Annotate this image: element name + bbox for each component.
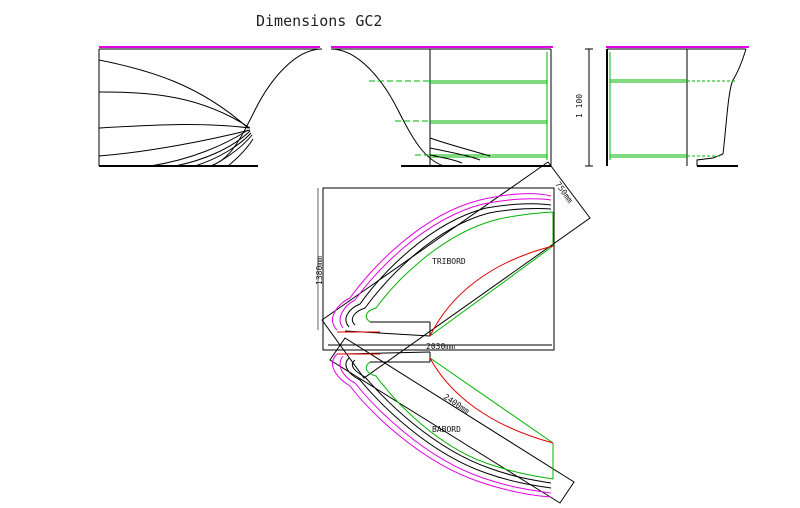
side-view-left [98, 46, 323, 167]
drawing-title: Dimensions GC2 [256, 12, 382, 30]
plan-width-label: 2030mm [426, 342, 455, 351]
plan-view-tribord [317, 161, 591, 379]
main-curve [209, 48, 323, 167]
babord-label: BABORD [432, 425, 461, 434]
height-dimension-label: 1 100 [575, 94, 584, 118]
diagonal-2400-label: 2400mm [442, 392, 471, 416]
main-curve [330, 48, 445, 167]
rotated-frame [321, 161, 591, 379]
profile-curve [722, 48, 747, 155]
rotated-frame [329, 337, 575, 504]
tribord-label: TRIBORD [432, 257, 466, 266]
side-view-middle [330, 46, 553, 167]
plan-height-label: 1380mm [315, 256, 324, 285]
side-view-right [585, 46, 749, 167]
plan-view-babord [329, 337, 575, 504]
bounding-box [322, 187, 555, 351]
